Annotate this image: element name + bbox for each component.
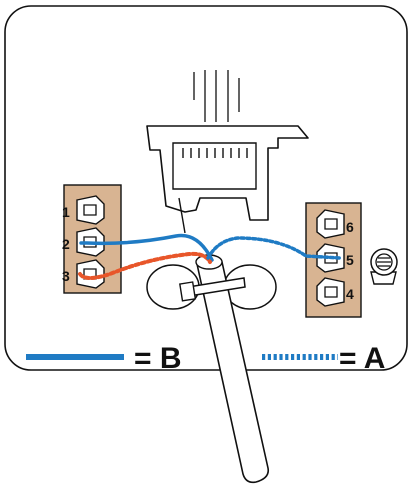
- connector-clip-icon: [146, 125, 309, 234]
- terminal-label-6: 6: [346, 219, 354, 235]
- legend-solid-label: = B: [134, 342, 182, 375]
- terminal-1: [76, 195, 105, 225]
- legend: = B = A: [26, 342, 385, 375]
- connector-leads: [193, 70, 240, 122]
- legend-dotted-label: = A: [339, 342, 385, 375]
- terminal-label-3: 3: [62, 268, 70, 284]
- terminal-label-1: 1: [62, 204, 70, 220]
- terminal-label-4: 4: [346, 286, 354, 302]
- wire-orange-dotted: [78, 251, 212, 280]
- terminal-4: [316, 277, 345, 307]
- wire-a-dotted: [206, 236, 342, 260]
- terminal-label-5: 5: [346, 252, 354, 268]
- screw-icon: [370, 248, 398, 285]
- right-terminal-block: 6 5 4: [305, 202, 362, 318]
- wires: [78, 233, 342, 280]
- terminal-6: [316, 209, 345, 239]
- cable-tie-icon: [179, 277, 246, 302]
- terminal-label-2: 2: [62, 236, 70, 252]
- wire-b-solid: [79, 233, 214, 262]
